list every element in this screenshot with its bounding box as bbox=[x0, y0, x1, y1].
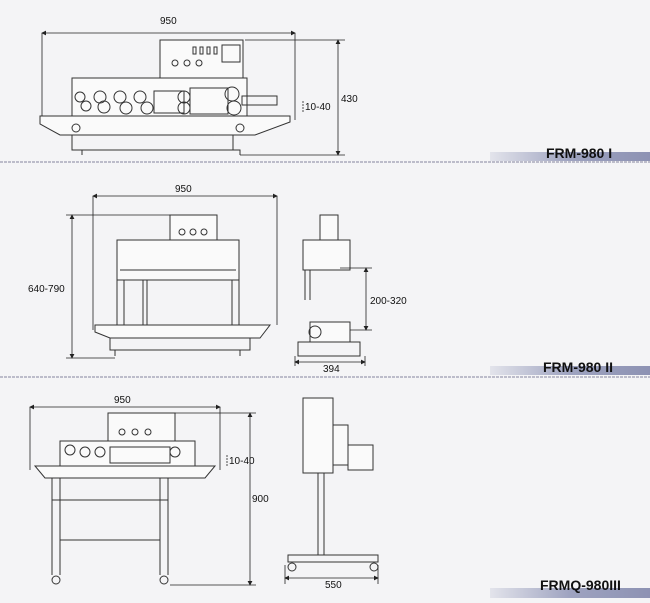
model-label-band bbox=[490, 152, 650, 161]
height-label: 900 bbox=[252, 494, 269, 505]
gap-label: 10-40 bbox=[229, 456, 255, 467]
machine-side-view-frm-980-2 bbox=[297, 214, 361, 357]
model-label: FRM-980 I bbox=[546, 145, 612, 161]
section-frmq-980-3: 950 10-40 900 550 FRMQ-980III bbox=[29, 395, 650, 598]
depth-label: 394 bbox=[323, 364, 340, 375]
depth-label: 550 bbox=[325, 580, 342, 591]
model-label: FRMQ-980III bbox=[540, 577, 621, 593]
height-label: 430 bbox=[341, 94, 358, 105]
adjust-label: 200-320 bbox=[370, 296, 407, 307]
model-label-band bbox=[490, 588, 650, 598]
machine-front-view-frm-980-2 bbox=[94, 214, 272, 356]
model-label-band bbox=[490, 366, 650, 375]
machine-front-view-frmq-980-3 bbox=[33, 412, 217, 585]
model-label: FRM-980 II bbox=[543, 359, 613, 375]
gap-label: 10-40 bbox=[305, 102, 331, 113]
machine-drawing-frm-980-1 bbox=[39, 39, 291, 155]
machine-side-view-frmq-980-3 bbox=[287, 397, 379, 572]
section-frm-980-1: 950 430 10-40 FRM-980 I bbox=[0, 16, 650, 163]
width-label: 950 bbox=[175, 184, 192, 195]
section-frm-980-2: 950 640-790 200-320 394 FRM-980 II bbox=[0, 184, 650, 378]
height-label: 640-790 bbox=[28, 284, 65, 295]
width-label: 950 bbox=[160, 16, 177, 27]
width-label: 950 bbox=[114, 395, 131, 406]
